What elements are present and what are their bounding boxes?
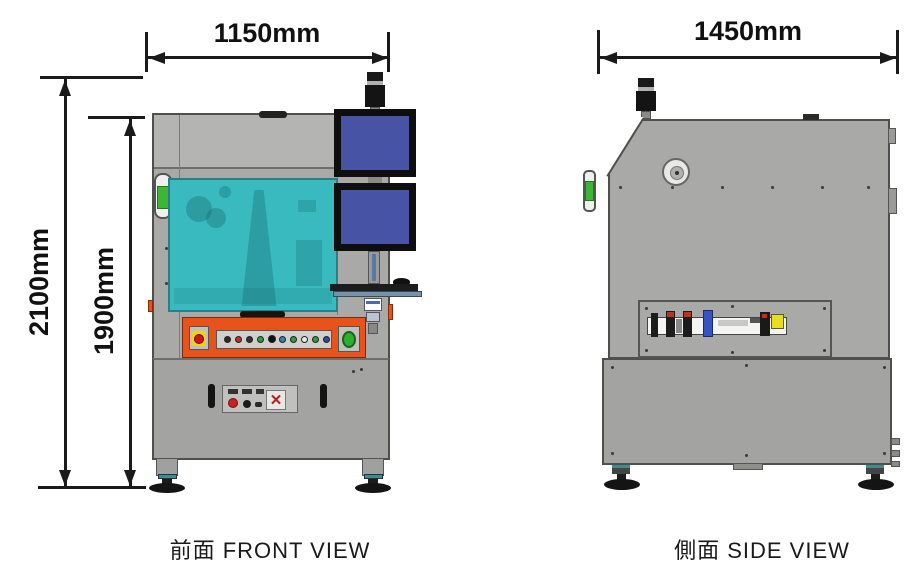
- front-frame-height-ext-line: [88, 116, 145, 119]
- window-inner-machinery: [174, 288, 332, 304]
- arrow-right-icon: [372, 52, 388, 64]
- rail-clamp: [683, 311, 692, 337]
- hinge-tab: [388, 304, 393, 320]
- foot-collar: [866, 465, 884, 474]
- leveling-foot: [149, 483, 185, 493]
- side-lower-cabinet: [602, 358, 892, 465]
- signal-tower-band: [367, 81, 383, 85]
- foot-stem: [368, 479, 378, 485]
- signal-tower-band: [638, 87, 654, 91]
- start-button: [342, 331, 356, 348]
- arrow-right-icon: [880, 52, 896, 64]
- arrow-up-icon: [124, 120, 136, 136]
- arrow-down-icon: [124, 470, 136, 486]
- utility-panel-port: [256, 389, 264, 394]
- utility-connector: [255, 402, 262, 407]
- rail-clamp: [651, 313, 658, 337]
- cabinet-handle: [320, 384, 327, 408]
- tray-bracket-device: [364, 298, 382, 311]
- rail-yellow-unit: [771, 314, 784, 329]
- front-dim-baseline: [38, 486, 146, 489]
- rail-clamp-red: [667, 312, 674, 317]
- window-inner-machinery: [296, 240, 322, 286]
- arrow-left-icon: [601, 52, 617, 64]
- foot-stem: [617, 474, 626, 481]
- window-inner-machinery: [298, 200, 316, 212]
- front-total-height-dimension-label: 2100mm: [24, 227, 54, 337]
- foot-collar: [158, 474, 177, 479]
- vent-fan-hub: [675, 171, 679, 175]
- rail-clamp: [666, 311, 675, 337]
- signal-tower-mount: [641, 111, 651, 119]
- front-top-vent: [259, 111, 287, 118]
- utility-panel-port: [242, 389, 252, 394]
- rail-detail: [750, 318, 764, 323]
- signal-tower-body: [365, 85, 385, 107]
- front-frame-height-dimension-label: 1900mm: [89, 246, 119, 356]
- leveling-foot: [604, 479, 640, 490]
- utility-red-button: [228, 398, 238, 408]
- monitor-top-screen: [341, 116, 409, 170]
- arrow-left-icon: [149, 52, 165, 64]
- right-edge-fitting: [888, 128, 896, 144]
- right-edge-connector: [891, 450, 900, 457]
- arrow-down-icon: [59, 470, 71, 486]
- signal-tower-cap: [367, 72, 383, 81]
- side-depth-dim-tick-right: [896, 30, 899, 74]
- cabinet-handle: [208, 384, 215, 408]
- front-view-caption: 前面 FRONT VIEW: [169, 538, 371, 563]
- hinge-tab: [148, 300, 153, 312]
- keyboard-tray-top: [330, 284, 418, 291]
- leveling-foot: [355, 483, 391, 493]
- right-edge-connector: [891, 461, 900, 467]
- front-width-dim-line: [145, 56, 390, 59]
- bottom-plate: [733, 463, 763, 470]
- front-total-height-dim-line: [64, 78, 67, 487]
- emergency-stop-button: [194, 334, 204, 344]
- rail-black-unit: [760, 312, 770, 336]
- arrow-up-icon: [59, 80, 71, 96]
- front-width-dim-tick-right: [387, 32, 390, 72]
- foot-stem: [871, 474, 880, 481]
- leveling-foot: [858, 479, 894, 490]
- rail-black-unit-red-dot: [762, 314, 767, 318]
- signal-tower-body: [636, 91, 656, 111]
- front-width-dimension-label: 1150mm: [213, 18, 321, 48]
- top-edge-fitting: [803, 114, 819, 120]
- right-edge-connector: [891, 438, 900, 445]
- right-edge-fitting: [888, 188, 897, 214]
- window-inner-machinery: [219, 186, 231, 198]
- tray-bracket-device-stripe: [366, 301, 380, 304]
- side-view-caption: 側面 SIDE VIEW: [674, 538, 850, 563]
- foot-stem: [162, 479, 172, 485]
- stack-light-green-lamp: [585, 181, 594, 201]
- front-total-height-ext-line: [40, 76, 143, 79]
- side-depth-dim-line: [597, 56, 899, 59]
- warning-sticker: ✕: [266, 390, 286, 410]
- rail-spacer: [676, 319, 682, 333]
- monitor-joint: [368, 177, 382, 183]
- utility-panel-port: [228, 389, 238, 394]
- rail-clamp-red: [684, 312, 691, 317]
- mouse: [393, 278, 410, 286]
- front-width-dim-tick-left: [145, 32, 148, 72]
- signal-tower-cap: [638, 78, 654, 87]
- tray-bracket-foot: [368, 323, 378, 334]
- rail-detail: [718, 320, 748, 326]
- keyboard-tray-shelf: [333, 291, 422, 297]
- utility-black-knob: [243, 400, 251, 408]
- tray-bracket-lower: [366, 312, 380, 322]
- rail-blue-unit: [703, 310, 713, 337]
- monitor-bottom-screen: [341, 190, 409, 244]
- window-inner-machinery: [186, 196, 212, 222]
- foot-collar: [612, 465, 630, 474]
- window-inner-machinery: [206, 208, 226, 228]
- side-depth-dimension-label: 1450mm: [693, 16, 803, 46]
- window-handle: [240, 311, 285, 318]
- foot-collar: [364, 474, 383, 479]
- front-frame-height-dim-line: [129, 118, 132, 487]
- monitor-pole-slide: [372, 254, 376, 281]
- side-depth-dim-tick-left: [597, 30, 600, 74]
